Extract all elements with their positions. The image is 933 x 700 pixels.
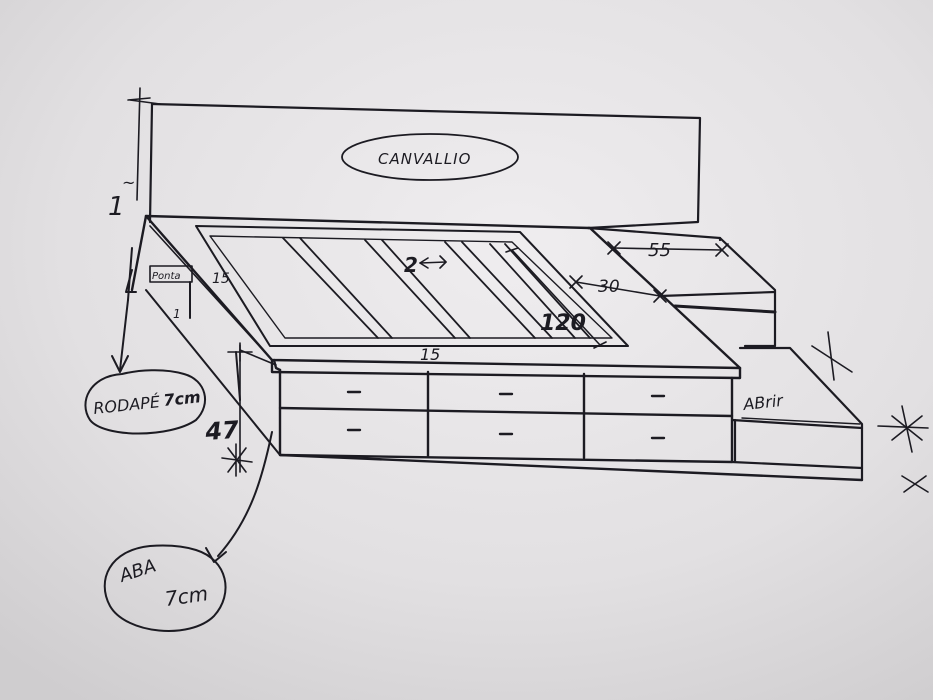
aba-callout (103, 431, 273, 632)
rodape-size: 7cm (162, 387, 201, 410)
headboard-label: CANVALLIO (378, 150, 471, 168)
slats (282, 237, 591, 339)
height-value: 47 (203, 416, 240, 446)
abrir-step (730, 346, 864, 482)
top-height-value: 1 (108, 192, 125, 222)
aba-size: 7cm (163, 581, 209, 611)
height-dimension (221, 342, 253, 477)
side-width-value: 55 (648, 240, 671, 261)
drawer-handles (346, 390, 666, 440)
side-depth-value: 30 (598, 277, 620, 297)
frame-center-arrow (419, 255, 447, 269)
top-height-mark: ~ (122, 173, 135, 192)
top-height-dimension (127, 87, 151, 201)
inner-frame (195, 225, 629, 347)
frame-bottom-dim: 15 (420, 345, 440, 364)
abrir-label: ABrir (741, 391, 785, 414)
rodape-callout (84, 247, 206, 435)
frame-width-dim: 120 (540, 311, 586, 336)
headboard (129, 99, 702, 230)
side-table (586, 226, 777, 348)
ponta-box (149, 265, 193, 283)
side-depth-dimension (569, 275, 667, 303)
bed-top (130, 214, 742, 380)
inner-one-label: 1 (173, 307, 181, 321)
right-marks (811, 331, 929, 493)
ponta-label: Ponta (152, 271, 181, 282)
frame-left-dim: 15 (212, 271, 230, 287)
headboard-label-ellipse (341, 133, 519, 181)
side-width-dimension (607, 241, 729, 257)
frame-width-line (505, 247, 607, 349)
frame-center-dim: 2 (404, 253, 418, 277)
